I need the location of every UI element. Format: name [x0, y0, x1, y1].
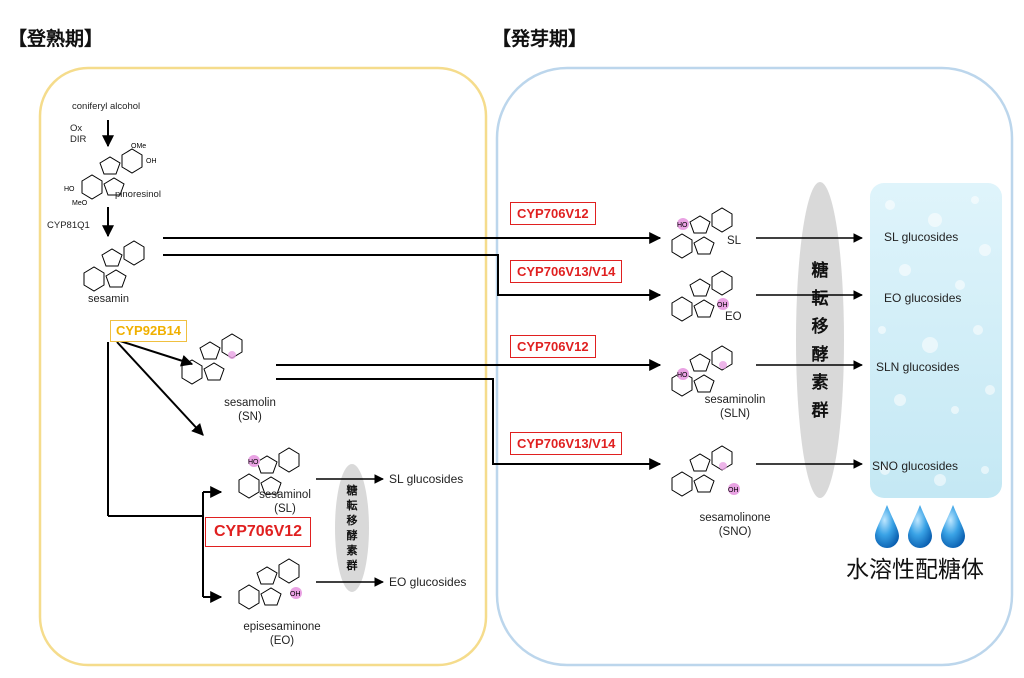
ho-label-sl: HO: [677, 222, 688, 229]
sesamolin-label: sesamolin: [224, 397, 276, 409]
sln-glucosides-right: SLN glucosides: [876, 360, 960, 374]
dir-label: DIR: [70, 134, 87, 145]
germination-gt-label: 糖 転 移 酵 素 群: [811, 261, 829, 421]
cyp706v12-left-label: CYP706V12: [205, 517, 312, 547]
episesaminone-abbrev: (EO): [269, 635, 295, 647]
cyp706v13-eo-label: CYP706V13/V14: [510, 260, 623, 283]
sl-label: SL: [727, 235, 742, 247]
sesamolinone-label: sesamolinone: [699, 512, 771, 524]
oh-label-pino: OH: [146, 158, 157, 165]
cyp81q1-label: CYP81Q1: [47, 220, 90, 231]
sl-glucosides-left: SL glucosides: [389, 472, 464, 486]
episesaminone-label: episesaminone: [243, 621, 321, 633]
sesaminol-abbrev: (SL): [274, 503, 296, 515]
oh-label-eo-left: OH: [290, 591, 301, 598]
ox-label: Ox: [70, 123, 83, 134]
sesaminolin-label: sesaminolin: [704, 394, 766, 406]
sl-glucosides-right: SL glucosides: [884, 230, 959, 244]
meo-label: MeO: [72, 200, 88, 207]
germination-gt-oval: [796, 182, 844, 498]
sesamin-label: sesamin: [88, 293, 129, 305]
eo-label: EO: [725, 311, 742, 323]
sesamolinone-abbrev: (SNO): [718, 526, 752, 538]
sesamolin-abbrev: (SN): [238, 411, 262, 423]
ome-label: OMe: [131, 143, 146, 150]
germination-phase-title: 【発芽期】: [492, 28, 588, 50]
water-drop-icon: [908, 505, 932, 548]
water-drop-icon: [875, 505, 899, 548]
ho-label-pino: HO: [64, 186, 75, 193]
eo-glucosides-right: EO glucosides: [884, 291, 962, 305]
water-drop-icon: [941, 505, 965, 548]
ho-label-sln: HO: [677, 372, 688, 379]
oh-label-sno: OH: [728, 487, 739, 494]
cyp706v13-sno-label: CYP706V13/V14: [510, 432, 623, 455]
sesaminol-label: sesaminol: [259, 489, 311, 501]
pinoresinol-label: pinoresinol: [115, 189, 161, 200]
eo-glucosides-left: EO glucosides: [389, 575, 467, 589]
cyp706v12-sl-label: CYP706V12: [510, 202, 596, 225]
maturation-phase-title: 【登熟期】: [8, 28, 104, 50]
ho-label-sl-left: HO: [248, 459, 259, 466]
water-soluble-glycosides-label: 水溶性配糖体: [846, 557, 984, 583]
maturation-gt-oval: [335, 464, 369, 592]
maturation-gt-label: 糖 転 移 酵 素 群: [346, 484, 358, 572]
coniferyl-alcohol-label: coniferyl alcohol: [72, 101, 141, 112]
sesaminolin-abbrev: (SLN): [719, 408, 751, 420]
sno-glucosides-right: SNO glucosides: [872, 459, 959, 473]
cyp92b14-label: CYP92B14: [110, 320, 188, 342]
cyp706v12-sln-label: CYP706V12: [510, 335, 596, 358]
oh-label-eo: OH: [717, 302, 728, 309]
